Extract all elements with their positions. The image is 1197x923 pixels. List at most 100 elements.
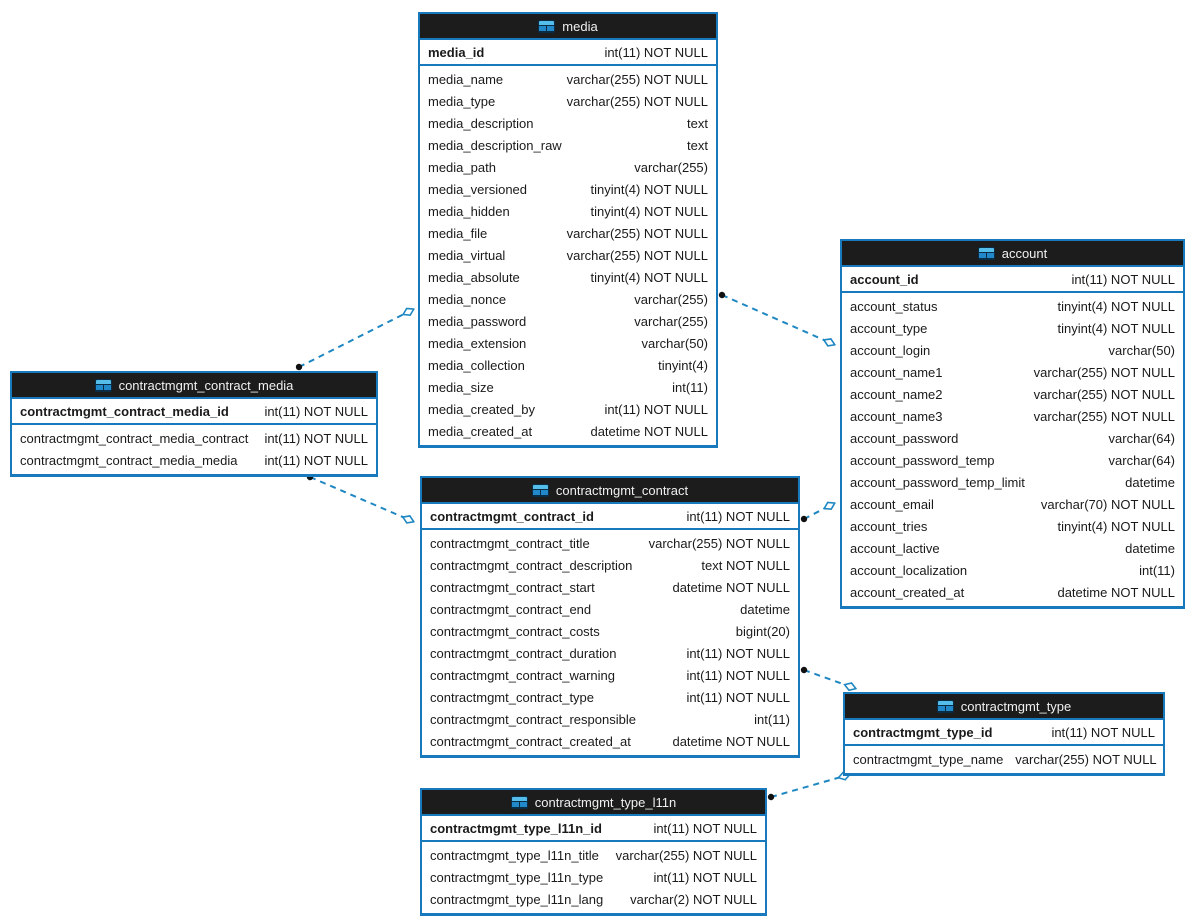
- field-name: media_virtual: [428, 247, 506, 263]
- field-name: media_password: [428, 313, 527, 329]
- field-name: contractmgmt_contract_media_contract: [20, 430, 249, 446]
- field-row: media_hidden tinyint(4) NOT NULL: [420, 200, 716, 222]
- field-row: account_tries tinyint(4) NOT NULL: [842, 515, 1183, 537]
- field-row: account_password_temp varchar(64): [842, 449, 1183, 471]
- field-row: contractmgmt_type_name varchar(255) NOT …: [845, 748, 1163, 770]
- field-name: account_localization: [850, 562, 968, 578]
- relationship-contract-media-to-contract: [310, 477, 412, 521]
- field-type: int(11): [672, 379, 708, 395]
- primary-key-row: contractmgmt_type_l11n_id int(11) NOT NU…: [422, 816, 765, 842]
- field-row: account_name3 varchar(255) NOT NULL: [842, 405, 1183, 427]
- entity-title: contractmgmt_contract_media: [118, 377, 294, 393]
- table-icon: [94, 378, 112, 392]
- field-name: contractmgmt_type_name: [853, 751, 1004, 767]
- field-name: media_versioned: [428, 181, 528, 197]
- field-name: account_type: [850, 320, 928, 336]
- field-name: account_login: [850, 342, 931, 358]
- field-list: account_status tinyint(4) NOT NULL accou…: [842, 293, 1183, 606]
- field-type: int(11) NOT NULL: [264, 452, 368, 468]
- field-row: contractmgmt_contract_costs bigint(20): [422, 620, 798, 642]
- field-type: bigint(20): [735, 623, 790, 639]
- field-type: datetime: [1125, 474, 1175, 490]
- field-name: contractmgmt_contract_created_at: [430, 733, 631, 749]
- field-type: int(11) NOT NULL: [1051, 724, 1155, 740]
- field-type: varchar(70) NOT NULL: [1040, 496, 1175, 512]
- field-row: contractmgmt_type_l11n_type int(11) NOT …: [422, 866, 765, 888]
- field-type: tinyint(4) NOT NULL: [1057, 518, 1175, 534]
- field-name: media_hidden: [428, 203, 510, 219]
- entity-header[interactable]: contractmgmt_contract: [422, 478, 798, 504]
- field-name: media_collection: [428, 357, 525, 373]
- field-type: varchar(255) NOT NULL: [1033, 408, 1175, 424]
- entity-header[interactable]: contractmgmt_contract_media: [12, 373, 376, 399]
- field-name: contractmgmt_type_l11n_id: [430, 820, 602, 836]
- field-name: media_nonce: [428, 291, 507, 307]
- field-type: datetime: [740, 601, 790, 617]
- field-type: int(11) NOT NULL: [686, 645, 790, 661]
- field-type: int(11) NOT NULL: [264, 430, 368, 446]
- field-name: contractmgmt_contract_responsible: [430, 711, 636, 727]
- field-type: varchar(255) NOT NULL: [566, 93, 708, 109]
- field-type: tinyint(4) NOT NULL: [590, 181, 708, 197]
- field-row: media_created_at datetime NOT NULL: [420, 420, 716, 442]
- entity-table-contractmgmt_contract_media[interactable]: contractmgmt_contract_media contractmgmt…: [10, 371, 378, 477]
- relationship-contract-to-type: [804, 670, 854, 688]
- field-row: contractmgmt_type_l11n_title varchar(255…: [422, 844, 765, 866]
- entity-table-account[interactable]: account account_id int(11) NOT NULL acco…: [840, 239, 1185, 609]
- field-type: varchar(50): [641, 335, 708, 351]
- field-type: text: [687, 137, 708, 153]
- field-row: contractmgmt_type_l11n_lang varchar(2) N…: [422, 888, 765, 910]
- field-row: media_file varchar(255) NOT NULL: [420, 222, 716, 244]
- field-name: account_password_temp_limit: [850, 474, 1025, 490]
- field-row: account_name2 varchar(255) NOT NULL: [842, 383, 1183, 405]
- relationship-contract-media-to-media: [299, 310, 412, 367]
- field-type: varchar(255) NOT NULL: [1033, 364, 1175, 380]
- field-row: account_login varchar(50): [842, 339, 1183, 361]
- entity-header[interactable]: media: [420, 14, 716, 40]
- entity-header[interactable]: contractmgmt_type: [845, 694, 1163, 720]
- entity-title: contractmgmt_type_l11n: [534, 794, 677, 810]
- field-type: varchar(64): [1108, 430, 1175, 446]
- field-name: media_description_raw: [428, 137, 562, 153]
- field-name: contractmgmt_type_id: [853, 724, 993, 740]
- field-row: media_nonce varchar(255): [420, 288, 716, 310]
- entity-header[interactable]: account: [842, 241, 1183, 267]
- field-row: media_path varchar(255): [420, 156, 716, 178]
- field-row: account_name1 varchar(255) NOT NULL: [842, 361, 1183, 383]
- field-name: media_file: [428, 225, 488, 241]
- field-name: account_id: [850, 271, 919, 287]
- field-type: tinyint(4) NOT NULL: [590, 203, 708, 219]
- field-list: contractmgmt_type_l11n_title varchar(255…: [422, 842, 765, 913]
- table-icon: [936, 699, 954, 713]
- entity-header[interactable]: contractmgmt_type_l11n: [422, 790, 765, 816]
- field-row: media_extension varchar(50): [420, 332, 716, 354]
- field-type: varchar(50): [1108, 342, 1175, 358]
- field-row: contractmgmt_contract_title varchar(255)…: [422, 532, 798, 554]
- field-type: int(11) NOT NULL: [1071, 271, 1175, 287]
- field-name: account_email: [850, 496, 934, 512]
- field-row: media_password varchar(255): [420, 310, 716, 332]
- field-row: contractmgmt_contract_start datetime NOT…: [422, 576, 798, 598]
- entity-table-media[interactable]: media media_id int(11) NOT NULL media_na…: [418, 12, 718, 448]
- field-row: contractmgmt_contract_responsible int(11…: [422, 708, 798, 730]
- entity-table-contractmgmt_type_l11n[interactable]: contractmgmt_type_l11n contractmgmt_type…: [420, 788, 767, 916]
- field-name: account_password_temp: [850, 452, 995, 468]
- entity-table-contractmgmt_contract[interactable]: contractmgmt_contract contractmgmt_contr…: [420, 476, 800, 758]
- field-row: contractmgmt_contract_type int(11) NOT N…: [422, 686, 798, 708]
- field-list: media_name varchar(255) NOT NULL media_t…: [420, 66, 716, 445]
- field-name: contractmgmt_contract_costs: [430, 623, 600, 639]
- field-type: datetime NOT NULL: [1057, 584, 1175, 600]
- field-name: media_created_by: [428, 401, 535, 417]
- field-type: datetime NOT NULL: [590, 423, 708, 439]
- field-row: account_localization int(11): [842, 559, 1183, 581]
- field-type: int(11): [1139, 562, 1175, 578]
- field-list: contractmgmt_contract_title varchar(255)…: [422, 530, 798, 755]
- field-name: contractmgmt_contract_start: [430, 579, 595, 595]
- field-type: varchar(255) NOT NULL: [566, 225, 708, 241]
- field-type: datetime NOT NULL: [672, 733, 790, 749]
- field-row: media_type varchar(255) NOT NULL: [420, 90, 716, 112]
- field-type: varchar(2) NOT NULL: [630, 891, 757, 907]
- field-row: account_lactive datetime: [842, 537, 1183, 559]
- field-type: int(11) NOT NULL: [686, 508, 790, 524]
- entity-table-contractmgmt_type[interactable]: contractmgmt_type contractmgmt_type_id i…: [843, 692, 1165, 776]
